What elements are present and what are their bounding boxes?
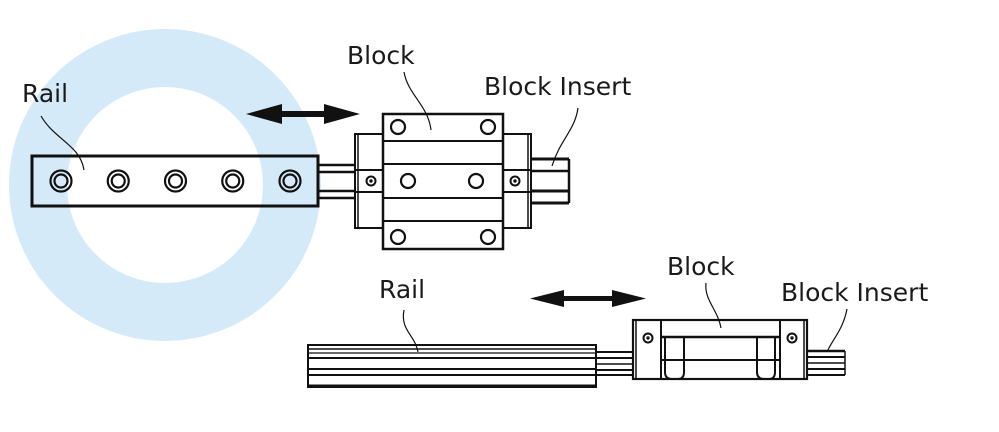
bottom-rail-label: Rail	[379, 275, 425, 304]
bottom-rail-extension	[596, 351, 633, 376]
bottom-insert-label: Block Insert	[781, 278, 928, 307]
top-rail	[30, 154, 320, 208]
rail-hole-inner	[282, 173, 298, 189]
bottom-rail	[307, 344, 597, 388]
top-block-insert	[531, 157, 571, 205]
top-rail-leader	[40, 115, 85, 171]
rail-hole-inner	[167, 173, 184, 189]
bottom-insert-leader	[826, 308, 848, 353]
bottom-block-insert	[807, 349, 846, 376]
rail-hole-outer	[278, 169, 302, 193]
rail-hole-outer	[106, 169, 130, 193]
top-block-leader	[403, 71, 432, 131]
bottom-rail-leader	[402, 309, 419, 353]
top-block-label: Block	[347, 41, 415, 70]
bottom-assembly: Rail Block Block Insert	[307, 252, 928, 388]
rail-hole-outer	[221, 169, 245, 193]
rail-hole-outer	[49, 169, 73, 193]
top-rail-extension	[318, 163, 356, 200]
bottom-block-leader	[705, 282, 722, 329]
top-motion-arrow	[246, 104, 360, 124]
top-block-end-plate-left	[354, 133, 384, 229]
bottom-block-label: Block	[667, 252, 735, 281]
bottom-motion-arrow	[530, 290, 646, 307]
top-block-end-plate-right	[502, 133, 532, 229]
rail-hole-inner	[110, 173, 126, 189]
highlight-ring	[9, 29, 321, 341]
rail-hole-outer	[163, 169, 188, 193]
bottom-block	[631, 318, 809, 381]
top-rail-label: Rail	[22, 79, 68, 108]
top-assembly: Rail Block Block Insert	[22, 41, 631, 251]
top-block	[381, 112, 505, 251]
rail-hole-inner	[225, 173, 241, 189]
rail-hole-inner	[53, 173, 69, 189]
top-insert-label: Block Insert	[484, 72, 631, 101]
top-insert-leader	[551, 107, 579, 167]
